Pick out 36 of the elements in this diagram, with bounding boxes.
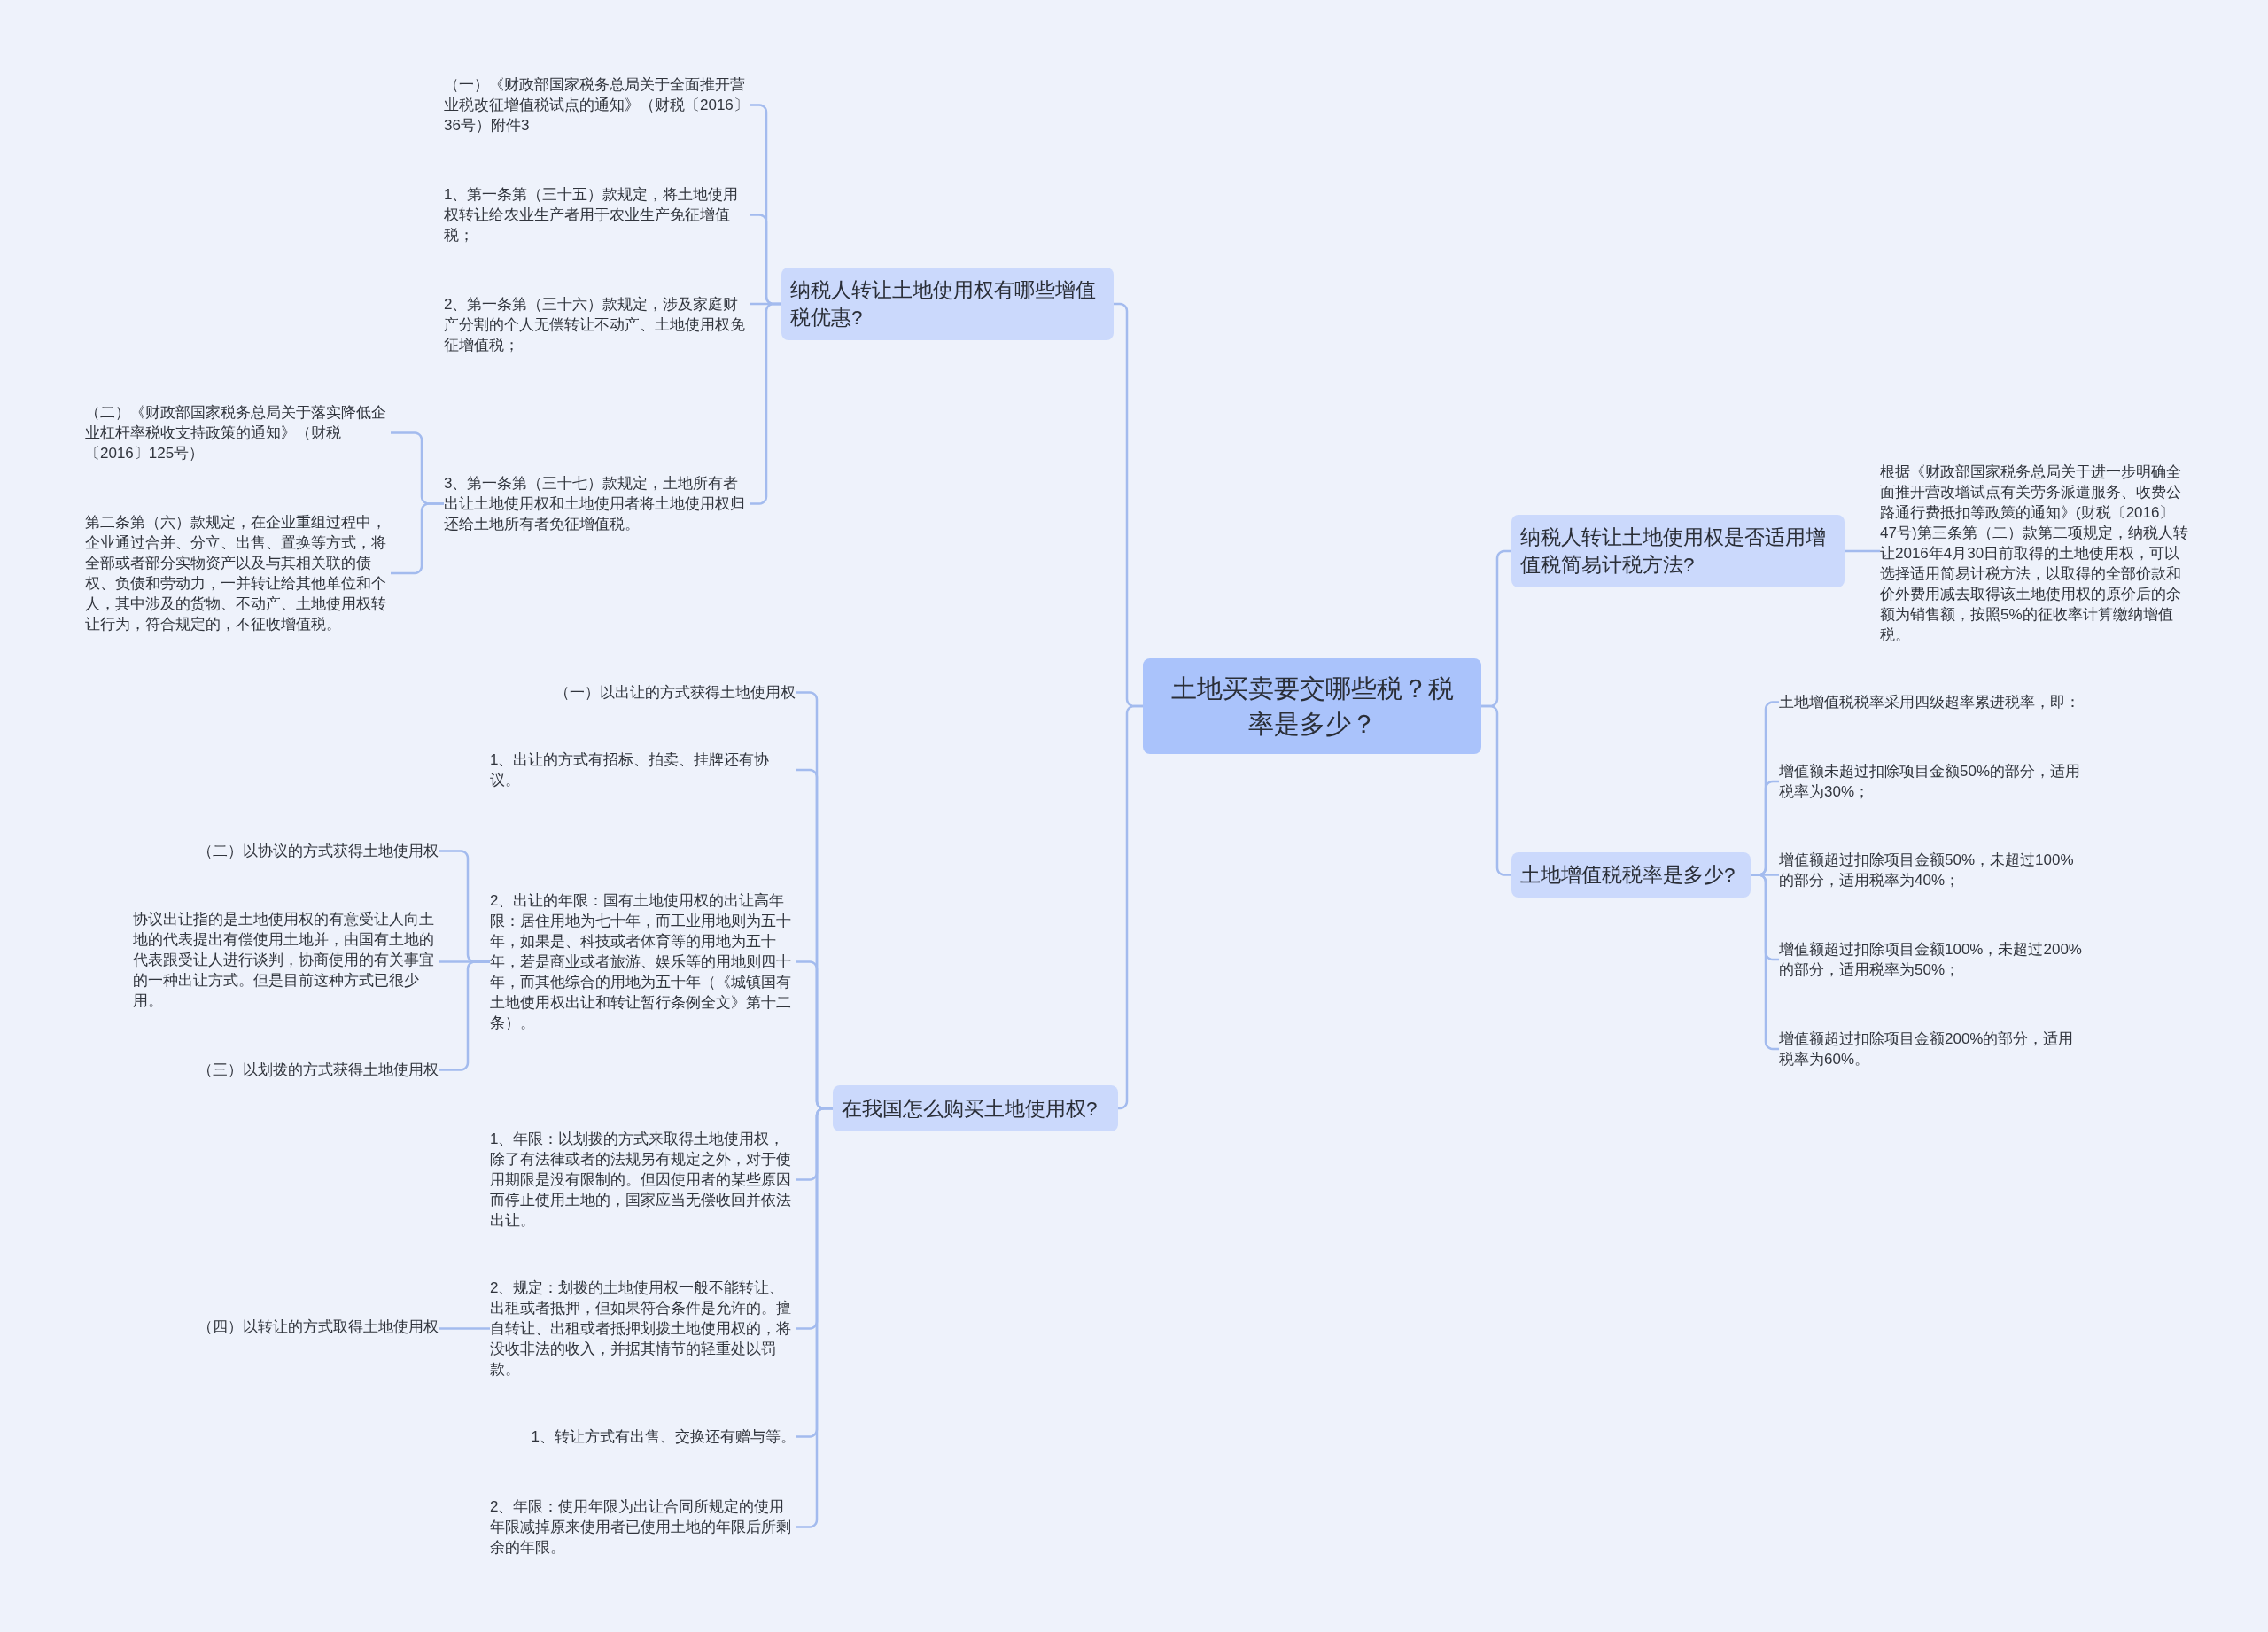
topic-text: 土地增值税税率采用四级超率累进税率，即：: [1779, 692, 2080, 712]
topic-text: 1、转让方式有出售、交换还有赠与等。: [531, 1426, 796, 1447]
main-topic: 纳税人转让土地使用权是否适用增值税简易计税方法?: [1511, 515, 1845, 587]
topic-text: 1、出让的方式有招标、拍卖、挂牌还有协议。: [490, 750, 796, 790]
topic-text: 协议出让指的是土地使用权的有意受让人向土地的代表提出有偿使用土地并，由国有土地的代表跟受让人进行谈判，协商使用的有关事宜的一种出让方式。但是目前这种方式已很少用。: [133, 909, 439, 1011]
topic-text: 增值额未超过扣除项目金额50%的部分，适用税率为30%；: [1779, 761, 2085, 802]
topic-text: （一）以出让的方式获得土地使用权: [555, 682, 796, 703]
topic-text: 1、第一条第（三十五）款规定，将土地使用权转让给农业生产者用于农业生产免征增值税；: [444, 184, 750, 245]
topic-text: 增值额超过扣除项目金额100%，未超过200%的部分，适用税率为50%；: [1779, 939, 2085, 980]
topic-text: 1、年限：以划拨的方式来取得土地使用权，除了有法律或者的法规另有规定之外，对于使用期限是没有限制的。但因使用者的某些原因而停止使用土地的，国家应当无偿收回并依法出让。: [490, 1129, 796, 1231]
topic-text: 2、规定：划拨的土地使用权一般不能转让、出租或者抵押，但如果符合条件是允许的。擅自转让、出租或者抵押划拨土地使用权的，将没收非法的收入，并据其情节的轻重处以罚款。: [490, 1278, 796, 1379]
topic-text: （二）以协议的方式获得土地使用权: [198, 841, 439, 861]
connector-line: [439, 1327, 490, 1330]
topic-text: 增值额超过扣除项目金额200%的部分，适用税率为60%。: [1779, 1029, 2085, 1069]
main-topic: 土地增值税税率是多少?: [1511, 852, 1751, 898]
connector-line: [1845, 549, 1880, 553]
main-topic: 纳税人转让土地使用权有哪些增值税优惠?: [781, 268, 1114, 340]
connector-line: [439, 960, 490, 1071]
connector-line: [1481, 704, 1511, 876]
central-topic: 土地买卖要交哪些税？税率是多少？: [1143, 658, 1481, 754]
topic-text: 第二条第（六）款规定，在企业重组过程中，企业通过合并、分立、出售、置换等方式，将全部或者部分实物资产以及与其相关联的债权、负债和劳动力，一并转让给其他单位和个人，其中涉及的货物、不动产、土地使用权转让行为，符合规定的，不征收增值税。: [85, 512, 391, 634]
topic-text: 根据《财政部国家税务总局关于进一步明确全面推开营改增试点有关劳务派遣服务、收费公路通行费抵扣等政策的通知》(财税〔2016〕47号)第三条第（二）款第二项规定，纳税人转让2016年4月30日前取得的土地使用权，可以选择适用简易计税方法，以取得的全部价款和价外费用减去取得该土地使用权的原价后的余额为销售额，按照5%的征收率计算缴纳增值税。: [1880, 462, 2190, 645]
topic-text: （三）以划拨的方式获得土地使用权: [198, 1060, 439, 1080]
connector-line: [391, 502, 444, 575]
topic-text: 增值额超过扣除项目金额50%，未超过100%的部分，适用税率为40%；: [1779, 850, 2085, 890]
topic-text: （二）《财政部国家税务总局关于落实降低企业杠杆率税收支持政策的通知》（财税〔2016〕125号）: [85, 402, 391, 463]
topic-text: 2、第一条第（三十六）款规定，涉及家庭财产分割的个人无偿转让不动产、土地使用权免征增值税；: [444, 294, 750, 355]
topic-text: 2、年限：使用年限为出让合同所规定的使用年限减掉原来使用者已使用土地的年限后所剩余的年限。: [490, 1496, 796, 1558]
connector-line: [1117, 704, 1143, 1110]
topic-text: 2、出让的年限：国有土地使用权的出让高年限：居住用地为七十年，而工业用地则为五十年，如果是、科技或者体育等的用地为五十年，若是商业或者旅游、娱乐等的用地则四十年，而其他综合的用地为五十年（《城镇国有土地使用权出让和转让暂行条例全文》第十二条）。: [490, 890, 796, 1033]
connector-line: [750, 302, 781, 505]
connector-line: [1751, 874, 1779, 1051]
topic-text: 3、第一条第（三十七）款规定，土地所有者出让土地使用权和土地使用者将土地使用权归还给土地所有者免征增值税。: [444, 473, 750, 534]
topic-text: （四）以转让的方式取得土地使用权: [198, 1317, 439, 1337]
topic-text: （一）《财政部国家税务总局关于全面推开营业税改征增值税试点的通知》（财税〔2016〕36号）附件3: [444, 74, 750, 136]
main-topic: 在我国怎么购买土地使用权?: [833, 1085, 1118, 1131]
